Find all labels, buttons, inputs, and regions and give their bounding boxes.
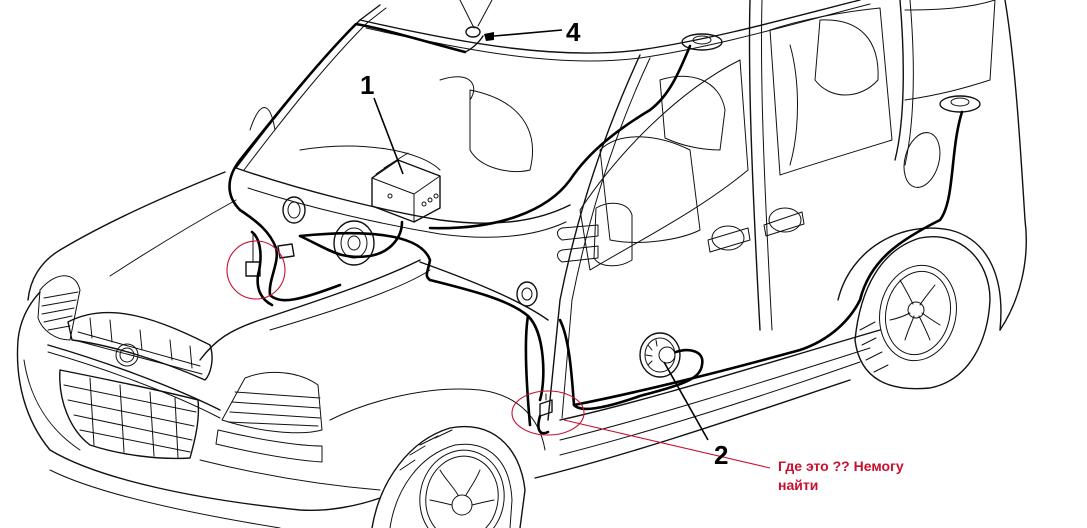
roof-speaker-rear — [939, 95, 981, 113]
callout-label-1: 1 — [360, 70, 375, 100]
door-handle-rear — [763, 207, 805, 237]
head-unit — [371, 152, 441, 223]
door-speaker — [639, 332, 681, 378]
dash-speaker-left — [282, 196, 306, 224]
door-handle-front — [707, 225, 751, 253]
connector-harness — [277, 243, 295, 259]
headlight-right — [215, 371, 323, 463]
leader-line-4 — [493, 29, 563, 37]
connector-pillar — [539, 393, 553, 417]
roof-speaker-front — [681, 33, 723, 51]
fiat-badge — [115, 343, 139, 367]
callout-label-4: 4 — [566, 17, 581, 47]
front-grille — [47, 311, 221, 460]
leader-line-2 — [663, 361, 709, 441]
annotation-line-2: найти — [778, 477, 819, 493]
pillar-speaker — [516, 281, 538, 307]
wiring-harness — [228, 22, 964, 435]
rear-wheel — [854, 236, 991, 390]
car-body — [16, 0, 1027, 528]
callout-label-2: 2 — [714, 440, 729, 470]
annotation-text: Где это ?? Немогу найти — [778, 457, 904, 495]
leader-line-1 — [373, 97, 404, 175]
highlight-circle-pillar — [511, 390, 585, 436]
front-speaker — [333, 220, 375, 266]
side-mirror — [557, 202, 633, 267]
highlight-circle-front — [226, 240, 286, 300]
antenna — [459, 0, 494, 53]
headlight-left — [37, 275, 81, 341]
annotation-pointer-line — [563, 419, 771, 469]
annotation-line-1: Где это ?? Немогу — [778, 458, 904, 474]
front-wheel — [371, 425, 526, 528]
